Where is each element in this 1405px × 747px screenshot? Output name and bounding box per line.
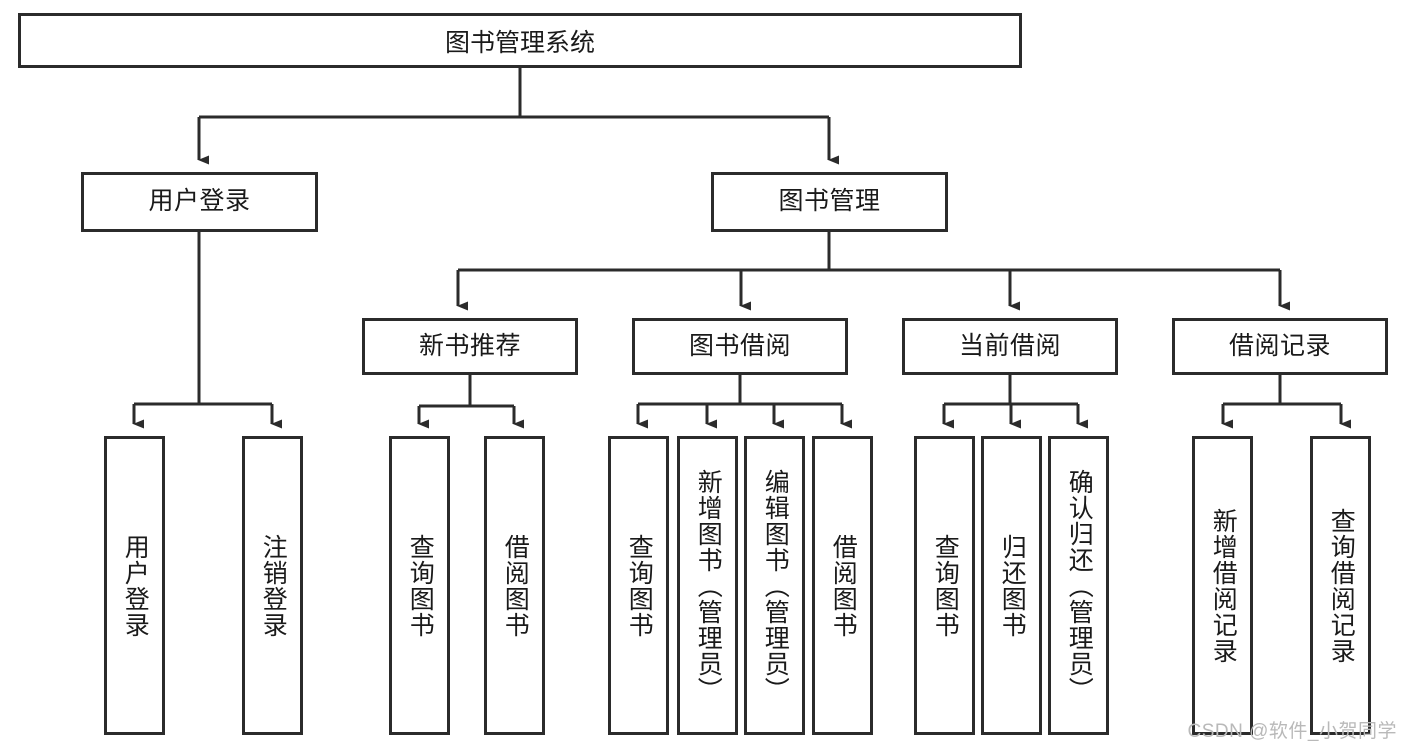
node-leaf-record-add-record[interactable]: 新增借阅记录 — [1192, 436, 1253, 735]
leaf-label: 查询借阅记录 — [1327, 507, 1356, 664]
node-current-borrow-label: 当前借阅 — [958, 331, 1061, 360]
node-new-book-recommend-label: 新书推荐 — [418, 331, 521, 360]
node-leaf-borrow-add-book-admin[interactable]: 新增图书（管理员） — [677, 436, 738, 735]
leaf-label: 新增图书（管理员） — [694, 468, 723, 703]
node-leaf-borrow-borrow-book[interactable]: 借阅图书 — [812, 436, 873, 735]
leaf-label: 确认归还（管理员） — [1065, 468, 1094, 703]
node-leaf-user-login-logout[interactable]: 注销登录 — [242, 436, 303, 735]
leaf-label: 归还图书 — [998, 533, 1027, 638]
node-leaf-current-confirm-return-admin[interactable]: 确认归还（管理员） — [1048, 436, 1109, 735]
node-book-borrow-label: 图书借阅 — [688, 331, 791, 360]
node-leaf-record-query-record[interactable]: 查询借阅记录 — [1310, 436, 1371, 735]
node-book-management-label: 图书管理 — [778, 187, 881, 216]
leaf-label: 查询图书 — [406, 533, 435, 638]
node-leaf-borrow-edit-book-admin[interactable]: 编辑图书（管理员） — [744, 436, 805, 735]
node-root[interactable]: 图书管理系统 — [18, 13, 1022, 68]
node-user-login[interactable]: 用户登录 — [81, 172, 318, 232]
node-root-label: 图书管理系统 — [444, 28, 595, 57]
node-user-login-label: 用户登录 — [148, 187, 251, 216]
leaf-label: 编辑图书（管理员） — [761, 468, 790, 703]
node-new-book-recommend[interactable]: 新书推荐 — [362, 318, 578, 375]
node-leaf-borrow-query-book[interactable]: 查询图书 — [608, 436, 669, 735]
node-borrow-record[interactable]: 借阅记录 — [1172, 318, 1388, 375]
node-leaf-current-return-book[interactable]: 归还图书 — [981, 436, 1042, 735]
leaf-label: 注销登录 — [259, 533, 288, 638]
watermark: CSDN @软件_小贺同学 — [1187, 721, 1397, 742]
node-leaf-user-login-login[interactable]: 用户登录 — [104, 436, 165, 735]
leaf-label: 借阅图书 — [829, 533, 858, 638]
leaf-label: 用户登录 — [121, 533, 150, 638]
node-leaf-recommend-query-book[interactable]: 查询图书 — [389, 436, 450, 735]
node-book-management[interactable]: 图书管理 — [711, 172, 948, 232]
node-leaf-recommend-borrow-book[interactable]: 借阅图书 — [484, 436, 545, 735]
node-book-borrow[interactable]: 图书借阅 — [632, 318, 848, 375]
node-current-borrow[interactable]: 当前借阅 — [902, 318, 1118, 375]
node-borrow-record-label: 借阅记录 — [1228, 331, 1331, 360]
node-leaf-current-query-book[interactable]: 查询图书 — [914, 436, 975, 735]
leaf-label: 新增借阅记录 — [1209, 507, 1238, 664]
leaf-label: 借阅图书 — [501, 533, 530, 638]
leaf-label: 查询图书 — [625, 533, 654, 638]
leaf-label: 查询图书 — [931, 533, 960, 638]
